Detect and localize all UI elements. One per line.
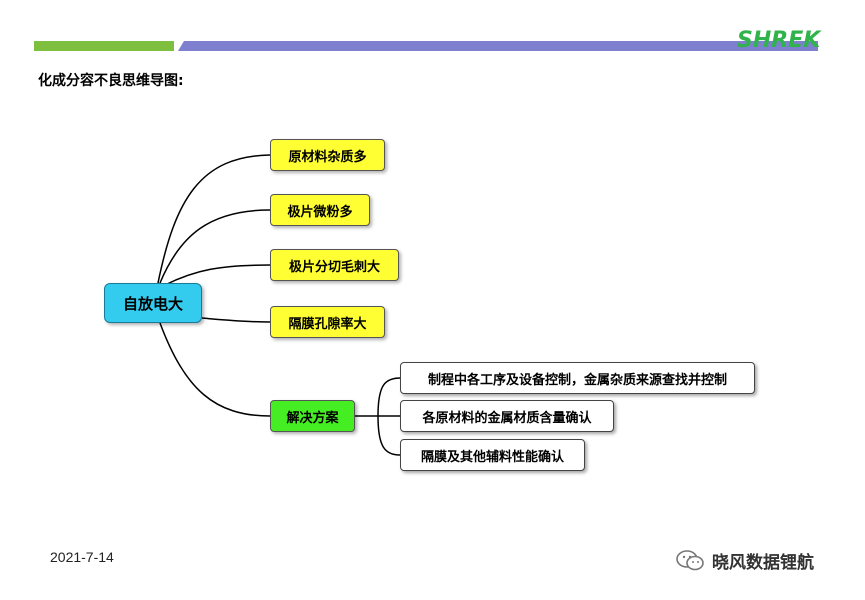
connector-cause-4 xyxy=(201,317,271,323)
connector-item-3 xyxy=(377,415,401,456)
solution-node: 解决方案 xyxy=(270,400,355,432)
connector-item-1 xyxy=(377,377,401,417)
footer-date: 2021-7-14 xyxy=(50,549,114,565)
mindmap-center-node: 自放电大 xyxy=(104,283,202,323)
solution-item-process-control: 制程中各工序及设备控制，金属杂质来源查找并控制 xyxy=(400,362,755,394)
watermark-text: 晓风数据锂航 xyxy=(712,553,814,573)
watermark: 晓风数据锂航 xyxy=(676,548,814,573)
connector-cause-2 xyxy=(159,209,271,284)
brand-logo: SHREK xyxy=(737,28,821,53)
page-title: 化成分容不良思维导图: xyxy=(38,73,184,89)
solution-item-separator-check: 隔膜及其他辅料性能确认 xyxy=(400,439,585,471)
cause-node-slitting-burr: 极片分切毛刺大 xyxy=(270,249,399,281)
connector-solution xyxy=(159,322,271,417)
wechat-icon xyxy=(676,549,704,570)
header-bar-blue xyxy=(178,41,818,51)
cause-node-separator-porosity: 隔膜孔隙率大 xyxy=(270,306,385,338)
solution-item-material-check: 各原材料的金属材质含量确认 xyxy=(400,400,614,432)
connector-cause-1 xyxy=(157,154,271,284)
connector-cause-3 xyxy=(164,264,271,286)
cause-node-electrode-fines: 极片微粉多 xyxy=(270,194,370,226)
cause-node-raw-material-impurity: 原材料杂质多 xyxy=(270,139,385,171)
header-bar-green xyxy=(34,41,174,51)
